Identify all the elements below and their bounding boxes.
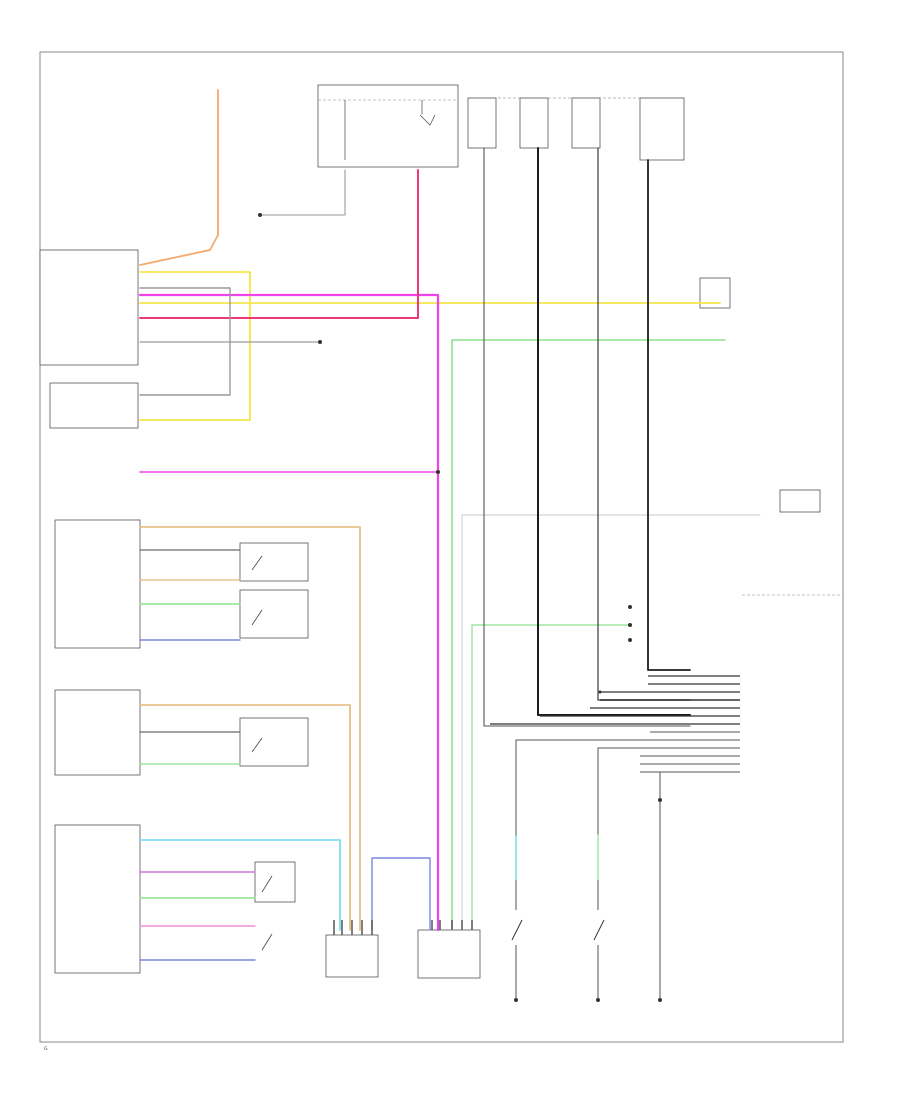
passenger-switch-box — [239, 717, 309, 767]
bottom-switch-1 — [511, 880, 523, 1002]
wire-cyan — [139, 839, 341, 931]
wire-red — [139, 169, 419, 319]
bottom-connector-left — [325, 934, 379, 978]
fuse-block-right-3 — [571, 97, 601, 149]
wire-blue-loop — [371, 857, 431, 931]
fuse-block-right-1 — [467, 97, 497, 149]
wire-orange — [139, 89, 219, 266]
wire-green-mid — [471, 624, 631, 931]
wire-black-1 — [537, 147, 691, 716]
bottom-connector-middle — [417, 929, 481, 979]
fuse-block-right-4 — [639, 97, 685, 161]
wire-black-2 — [647, 159, 691, 671]
liftglass-switch-box — [254, 861, 296, 903]
left-module-top — [39, 249, 139, 366]
wire-yellow-loop — [139, 271, 251, 421]
diagram-frame — [39, 51, 844, 1043]
door-switch-box-1 — [239, 542, 309, 582]
right-harness-bundle — [490, 675, 740, 773]
wire-black-4 — [483, 147, 691, 727]
top-relay-block — [317, 84, 459, 168]
wire-black-3 — [597, 147, 691, 701]
fuse-block-right-2 — [519, 97, 549, 149]
left-module-second — [49, 382, 139, 429]
wire-gray-relay — [259, 169, 346, 216]
junction-dots — [258, 213, 662, 802]
wire-green-long — [451, 339, 726, 931]
left-module-liftgate — [54, 824, 141, 974]
footer-label: G — [44, 1046, 48, 1052]
bottom-connector-pins — [333, 920, 473, 935]
left-module-passenger — [54, 689, 141, 776]
door-switch-box-2 — [239, 589, 309, 639]
wire-tan-1 — [139, 526, 361, 931]
bottom-switch-3 — [658, 880, 662, 1002]
wire-tan-2 — [139, 704, 351, 931]
left-module-door-switches — [54, 519, 141, 649]
wire-pink-main — [138, 293, 440, 932]
right-box-cluster — [779, 489, 821, 513]
bottom-switch-2 — [593, 880, 605, 1002]
